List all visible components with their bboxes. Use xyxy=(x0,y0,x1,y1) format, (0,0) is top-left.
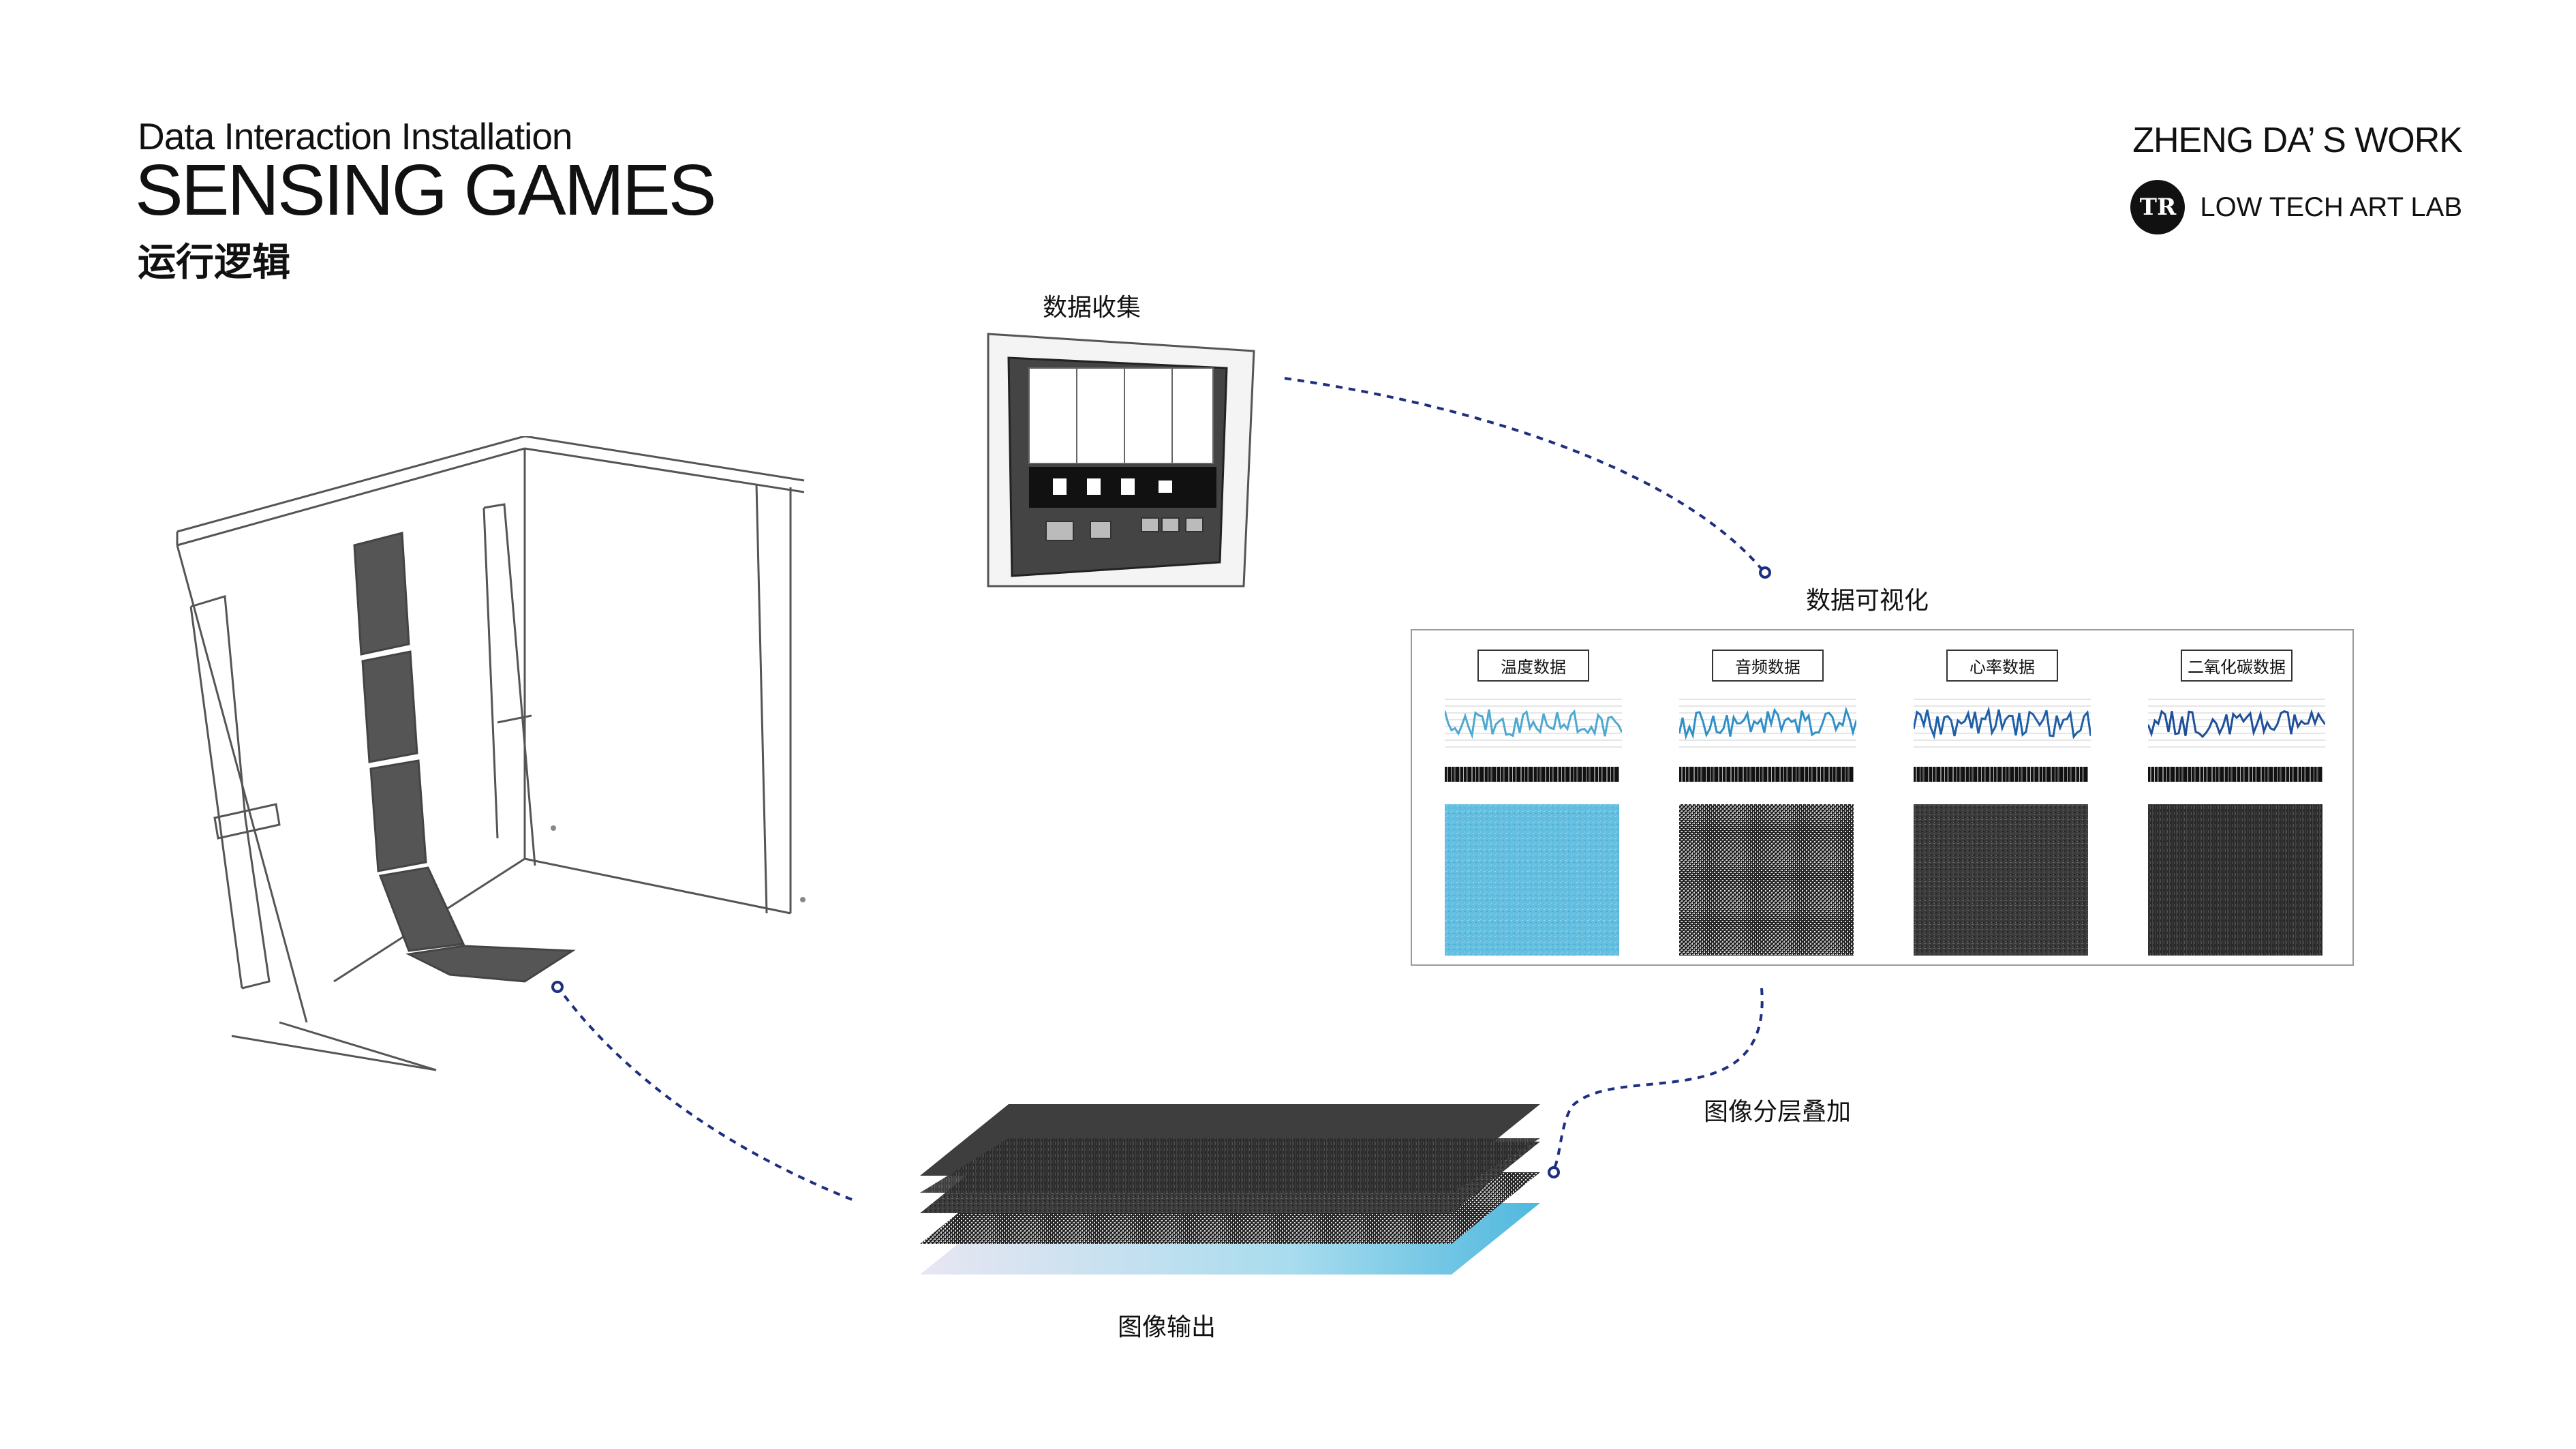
author-name: ZHENG DA’ S WORK xyxy=(2132,121,2463,160)
step-visualize-label: 数据可视化 xyxy=(1806,587,1929,615)
connector-dot xyxy=(551,981,564,993)
temperature-texture xyxy=(1445,804,1619,956)
connector-collect-to-visualize xyxy=(1284,377,1763,570)
data-column-temperature: 温度数据 xyxy=(1443,650,1623,959)
column-label: 心率数据 xyxy=(1946,650,2058,682)
lab-logo: TR LOW TECH ART LAB xyxy=(2130,180,2462,234)
image-layer-stack xyxy=(920,1104,1540,1275)
column-label: 音频数据 xyxy=(1712,650,1824,682)
heart-rate-barcode xyxy=(1914,767,2088,782)
audio-waveform xyxy=(1678,699,1858,748)
co2-barcode xyxy=(2148,767,2322,782)
data-column-heart-rate: 心率数据 xyxy=(1912,650,2092,959)
temperature-waveform xyxy=(1443,699,1623,748)
installation-room-illustration xyxy=(176,436,806,1071)
step-collect-label: 数据收集 xyxy=(1043,294,1141,322)
audio-barcode xyxy=(1679,767,1854,782)
data-column-audio: 音频数据 xyxy=(1678,650,1858,959)
step-output-label: 图像输出 xyxy=(1118,1313,1216,1341)
temperature-barcode xyxy=(1445,767,1619,782)
data-column-co2: 二氧化碳数据 xyxy=(2147,650,2327,959)
connector-output-to-room xyxy=(557,987,853,1201)
page-title: SENSING GAMES xyxy=(135,150,716,230)
visualization-panel: 温度数据 音频数据 心率数据 二氧化碳数据 xyxy=(1411,629,2354,966)
page-title-cn: 运行逻辑 xyxy=(138,241,290,285)
subtitle: Data Interaction Installation xyxy=(138,115,572,157)
step-layer-label: 图像分层叠加 xyxy=(1704,1098,1852,1126)
co2-texture xyxy=(2148,804,2322,956)
co2-waveform xyxy=(2147,699,2327,748)
sensor-panels xyxy=(353,532,576,983)
column-label: 温度数据 xyxy=(1477,650,1589,682)
data-collection-device xyxy=(987,333,1255,588)
lab-name: LOW TECH ART LAB xyxy=(2200,192,2462,222)
heart-rate-waveform xyxy=(1912,699,2092,748)
audio-texture xyxy=(1679,804,1854,956)
connector-visualize-to-layer xyxy=(1552,988,1764,1170)
tar-logo-icon: TR xyxy=(2130,180,2186,234)
column-label: 二氧化碳数据 xyxy=(2181,650,2293,682)
connector-dot xyxy=(1759,566,1771,579)
layer-dark-streak xyxy=(920,1138,1540,1193)
heart-rate-texture xyxy=(1914,804,2088,956)
connector-dot xyxy=(1548,1166,1560,1178)
